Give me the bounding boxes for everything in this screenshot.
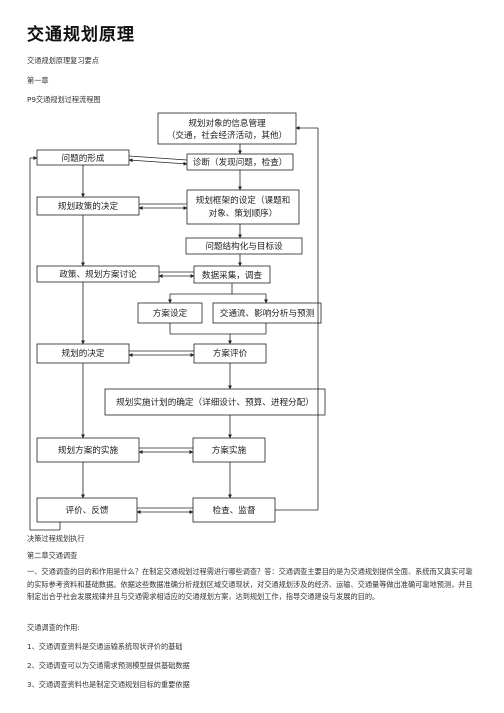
survey-purpose-paragraph: 一、交通调查的目的和作用是什么？在制定交通规划过程需进行哪些调查？答：交通调查主… — [27, 567, 473, 601]
box-implementation-plan — [104, 388, 326, 416]
label-policy-decision: 规划政策的决定 — [58, 200, 119, 212]
survey-role-item-1: 1、交通调查资料是交通运输系统现状评价的基础 — [27, 642, 183, 651]
label-scheme-setting: 方案设定 — [153, 307, 188, 319]
label-implementation-plan: 规划实施计划的确定（详细设计、预算、进程分配） — [116, 396, 314, 408]
label-problem-formation: 问题的形成 — [62, 152, 105, 164]
survey-role-item-2: 2、交通调查可以为交通需求预测模型提供基础数据 — [27, 661, 190, 670]
label-evaluation-feedback: 评价、反馈 — [66, 504, 109, 516]
label-info-management-1: 规划对象的信息管理 — [188, 117, 266, 129]
label-structuring: 问题结构化与目标设 — [205, 240, 283, 252]
label-inspection: 检查、监督 — [213, 504, 256, 516]
label-plan-implementation: 规划方案的实施 — [58, 444, 119, 456]
label-diagnosis: 诊断（发现问题，检查） — [193, 156, 288, 168]
label-scheme-implementation: 方案实施 — [212, 444, 247, 456]
label-info-management-2: （交通，社会经济活动，其他） — [167, 129, 287, 141]
survey-role-title: 交通调查的作用: — [27, 623, 80, 632]
label-plan-decision: 规划的决定 — [62, 347, 105, 359]
label-data-collection: 数据采集，调查 — [202, 269, 263, 281]
chapter-two-heading: 第二章交通调查 — [27, 551, 78, 560]
decision-process-line: 决策过程规划执行 — [27, 534, 85, 543]
label-framework-2: 对象、策划顺序） — [209, 207, 278, 219]
label-policy-discussion: 政策、规划方案讨论 — [59, 268, 137, 280]
survey-role-item-3: 3、交通调查资料也是制定交通规划目标的重要依据 — [27, 680, 190, 689]
label-framework-1: 规划框架的设定（课题和 — [196, 194, 291, 206]
subtitle-review-points: 交通规划原理复习要点 — [27, 56, 99, 65]
label-traffic-analysis: 交通流、影响分析与预测 — [220, 307, 315, 319]
flowchart-caption: P9交通规划过程流程图 — [27, 95, 101, 104]
box-structuring — [185, 237, 303, 255]
chapter-one-heading: 第一章 — [27, 76, 49, 85]
label-scheme-evaluation: 方案评价 — [213, 347, 248, 359]
page-title: 交通规划原理 — [27, 25, 135, 45]
